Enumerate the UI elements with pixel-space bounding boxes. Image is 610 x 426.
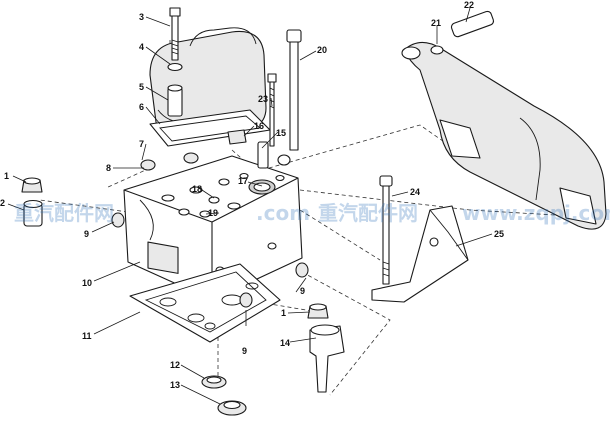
callout-12: 12 <box>170 360 180 370</box>
callout-6: 6 <box>139 102 144 112</box>
callout-18: 18 <box>192 184 202 194</box>
callout-21: 21 <box>431 18 441 28</box>
callout-22: 22 <box>464 0 474 10</box>
head-bolt-20 <box>286 29 302 151</box>
callout-24: 24 <box>410 187 420 197</box>
callout-3: 3 <box>139 12 144 22</box>
callout-15: 15 <box>276 128 286 138</box>
callout-16: 16 <box>254 121 264 131</box>
injector-bore <box>199 196 220 218</box>
callout-10: 10 <box>82 278 92 288</box>
cover-sleeve <box>167 84 183 117</box>
watermark-url-left: .com <box>256 201 310 225</box>
support-bracket-14 <box>309 324 345 393</box>
callout-4: 4 <box>139 42 144 52</box>
callout-19: 19 <box>208 208 218 218</box>
callout-17: 17 <box>238 176 248 186</box>
watermark: 重汽配件网 .com 重汽配件网 www.zqpj.com <box>14 201 610 225</box>
plug-9-right <box>295 262 309 278</box>
callout-9-bottom: 9 <box>242 346 247 356</box>
plug-9-bottom <box>239 292 253 308</box>
watermark-center: 重汽配件网 <box>318 201 418 225</box>
watermark-left: 重汽配件网 <box>14 201 114 225</box>
bracket-25 <box>371 205 469 303</box>
callout-leader-lines <box>7 7 493 405</box>
seal-ring-13 <box>217 400 247 416</box>
callout-1-left: 1 <box>4 171 9 181</box>
callout-8: 8 <box>106 163 111 173</box>
callout-7: 7 <box>139 139 144 149</box>
watermark-url-right: www.zqpj.com <box>462 201 610 225</box>
cover-bolt <box>169 7 181 61</box>
bolt-washer <box>167 62 183 72</box>
callout-14: 14 <box>280 338 290 348</box>
plug-9-left <box>111 212 125 228</box>
callout-11: 11 <box>82 331 92 341</box>
callout-labels: 1 2 3 4 5 6 7 8 9 9 9 10 11 12 13 14 15 … <box>0 0 504 390</box>
plug-left <box>23 199 43 227</box>
bolt-24 <box>379 175 393 285</box>
plug-7 <box>140 159 156 171</box>
exhaust-manifold <box>401 41 607 230</box>
callout-2: 2 <box>0 198 5 208</box>
callout-1-right: 1 <box>281 308 286 318</box>
nut-right <box>307 303 329 319</box>
callout-13: 13 <box>170 380 180 390</box>
head-gasket <box>129 263 281 343</box>
callout-9-left: 9 <box>84 229 89 239</box>
callout-20: 20 <box>317 45 327 55</box>
callout-23: 23 <box>258 94 268 104</box>
callout-9-right: 9 <box>300 286 305 296</box>
bolt-23 <box>267 73 277 147</box>
callout-5: 5 <box>139 82 144 92</box>
plug-8 <box>183 152 199 164</box>
nut-left <box>21 177 43 193</box>
pipe-15 <box>257 141 291 169</box>
exhaust-sensor <box>430 10 495 55</box>
nut-16 <box>227 129 247 145</box>
seal-ring-12 <box>201 375 227 389</box>
callout-25: 25 <box>494 229 504 239</box>
